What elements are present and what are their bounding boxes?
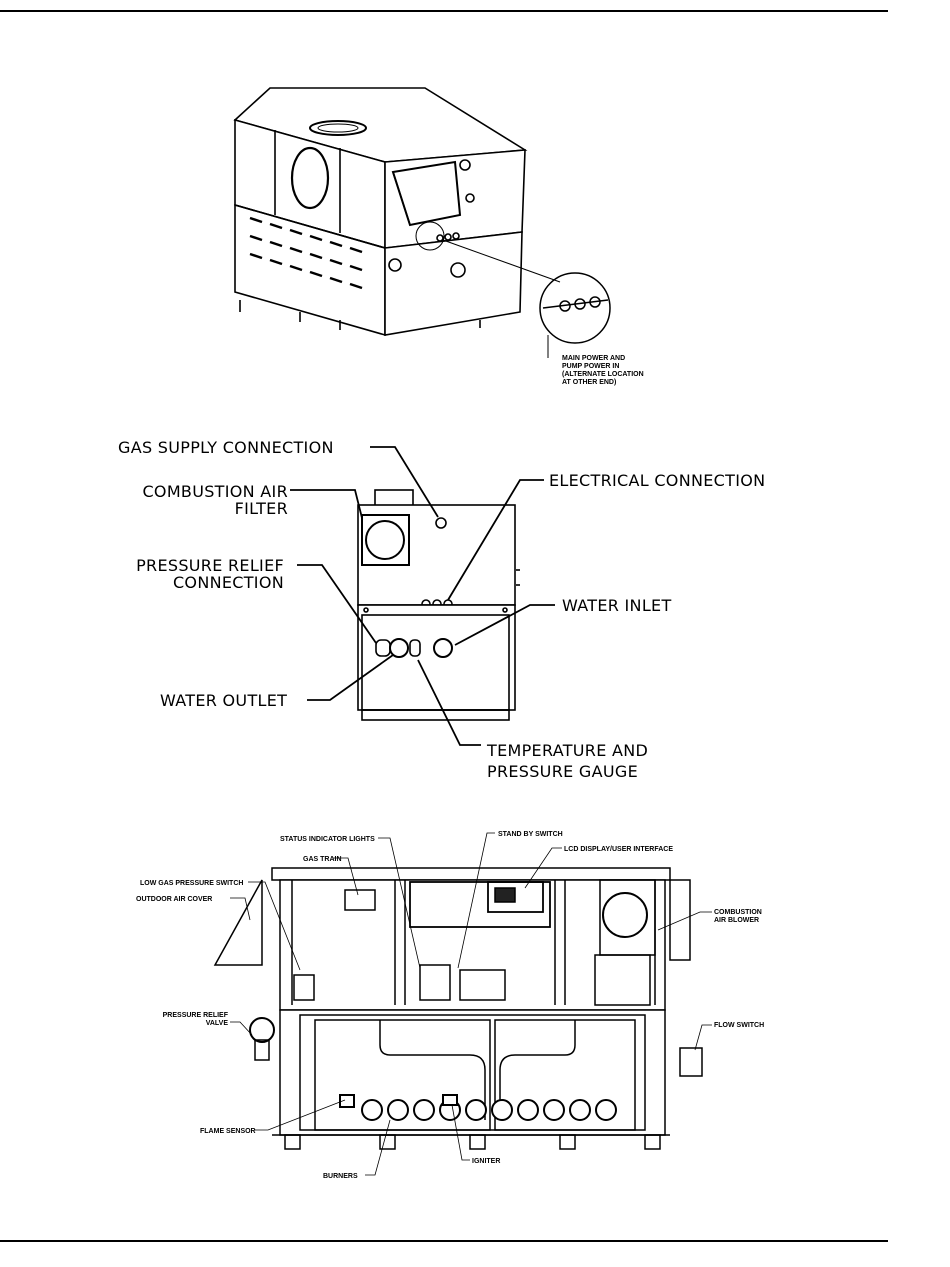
label-low-gas: LOW GAS PRESSURE SWITCH (140, 880, 243, 887)
label-gas-train: GAS TRAIN (303, 856, 342, 863)
bottom-rule (0, 1240, 888, 1242)
end-view-leaders (290, 446, 555, 746)
label-valve: VALVE (206, 1020, 229, 1027)
burner-row (339, 1094, 617, 1121)
label-pressure-relief: PRESSURE RELIEF (136, 556, 284, 575)
label-gas-supply: GAS SUPPLY CONNECTION (118, 438, 334, 457)
label-outdoor-air: OUTDOOR AIR COVER (136, 896, 212, 903)
label-flame-sensor: FLAME SENSOR (200, 1128, 256, 1135)
label-water-inlet: WATER INLET (562, 596, 672, 615)
label-water-outlet: WATER OUTLET (160, 691, 287, 710)
top-rule (0, 10, 888, 12)
label-electrical: ELECTRICAL CONNECTION (549, 471, 765, 490)
callout-line-4: AT OTHER END) (562, 379, 616, 386)
interior-leaders (230, 832, 712, 1176)
label-burners: BURNERS (323, 1173, 358, 1180)
label-pressure-relief-valve: PRESSURE RELIEF (163, 1012, 229, 1019)
label-filter: FILTER (235, 499, 288, 518)
callout-line-2: PUMP POWER IN (562, 363, 619, 370)
label-igniter: IGNITER (472, 1158, 500, 1165)
isometric-heater-drawing (233, 87, 528, 337)
label-air-blower: AIR BLOWER (714, 917, 759, 924)
end-view-drawing (357, 489, 520, 721)
louver-vents (249, 216, 363, 290)
callout-line-1: MAIN POWER AND (562, 355, 625, 362)
power-callout-bubble (442, 239, 611, 358)
label-connection: CONNECTION (173, 573, 284, 592)
label-gauge: PRESSURE GAUGE (487, 762, 638, 781)
label-stand-by: STAND BY SWITCH (498, 831, 563, 838)
label-status-lights: STATUS INDICATOR LIGHTS (280, 836, 375, 843)
label-lcd-display: LCD DISPLAY/USER INTERFACE (564, 846, 673, 853)
callout-line-3: (ALTERNATE LOCATION (562, 371, 644, 378)
label-combustion-air: COMBUSTION AIR (142, 482, 288, 501)
label-combustion: COMBUSTION (714, 909, 762, 916)
label-temperature: TEMPERATURE AND (486, 741, 648, 760)
label-flow-switch: FLOW SWITCH (714, 1022, 764, 1029)
